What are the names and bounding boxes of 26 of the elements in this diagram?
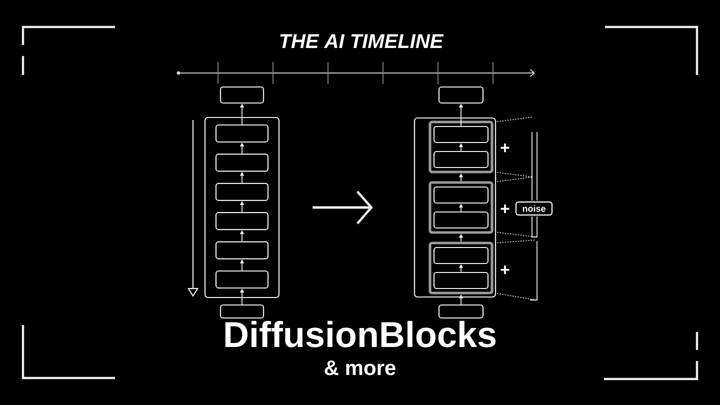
group-frame — [428, 242, 494, 294]
layer-box — [215, 182, 269, 201]
headline: DiffusionBlocks — [225, 320, 496, 348]
tag-box: noise — [515, 201, 553, 216]
layer-box — [433, 126, 489, 144]
layer-box — [220, 86, 264, 104]
layer-box — [215, 154, 269, 172]
layer-box — [215, 241, 269, 260]
plus-sign: + — [500, 266, 510, 274]
plus-sign: + — [500, 204, 510, 214]
layer-box — [433, 186, 489, 204]
plus-sign: + — [500, 144, 510, 152]
layer-box — [433, 272, 489, 290]
layer-box — [438, 304, 484, 319]
layer-box — [433, 150, 489, 168]
layer-box — [215, 124, 269, 143]
layer-box — [215, 270, 269, 289]
subtitle: & more — [324, 360, 396, 376]
group-frame — [428, 181, 494, 234]
title: THE AI TIMELINE — [280, 34, 444, 48]
layer-box — [215, 212, 269, 230]
layer-box — [433, 211, 489, 229]
group-frame — [428, 120, 494, 174]
layer-box — [220, 304, 264, 319]
layer-box — [438, 86, 484, 104]
layer-box — [433, 246, 489, 264]
